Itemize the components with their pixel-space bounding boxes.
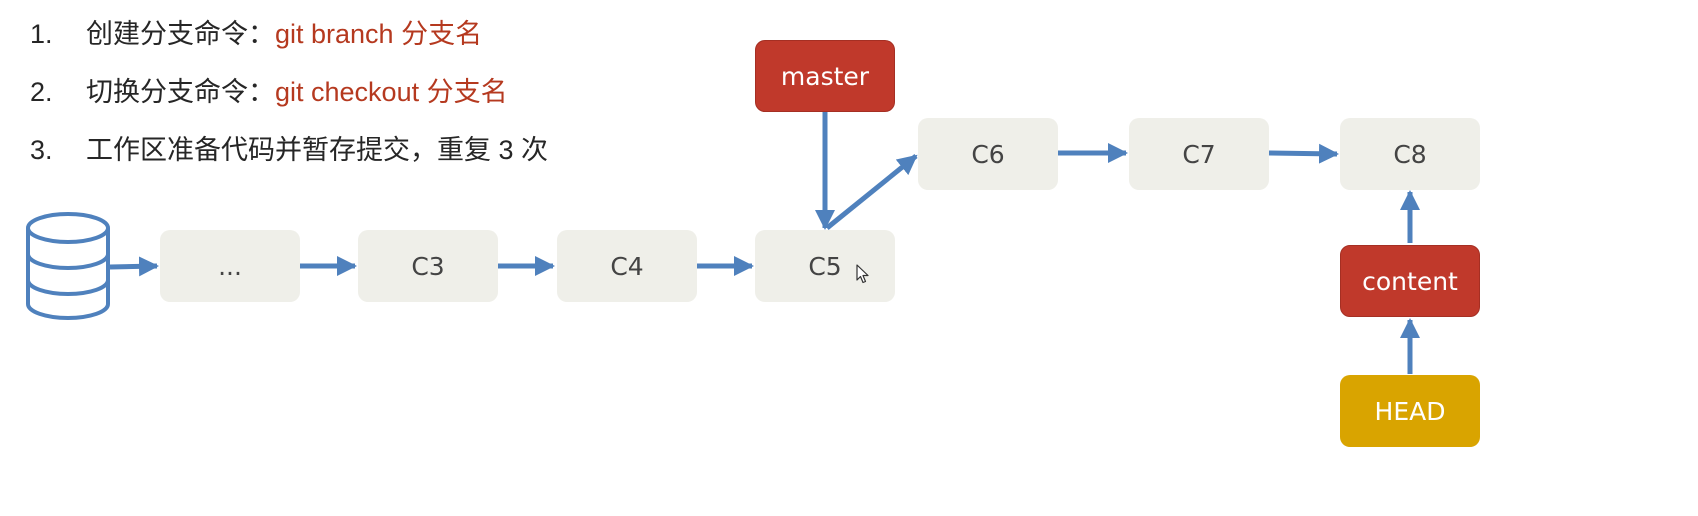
step-command: git branch 分支名: [275, 19, 483, 49]
database-icon: [26, 212, 110, 320]
branch-master: master: [755, 40, 895, 112]
head-pointer: HEAD: [1340, 375, 1480, 447]
commit-c5: C5: [755, 230, 895, 302]
step-3: 3. 工作区准备代码并暂存提交，重复 3 次: [30, 130, 548, 188]
step-text: 切换分支命令：: [86, 77, 275, 107]
step-text: 创建分支命令：: [86, 19, 275, 49]
step-number: 2.: [30, 77, 53, 107]
commit-c8: C8: [1340, 118, 1480, 190]
branch-content: content: [1340, 245, 1480, 317]
mouse-cursor-icon: [856, 264, 869, 284]
commit-c4: C4: [557, 230, 697, 302]
commit-c3: C3: [358, 230, 498, 302]
arrow-c7-to-c8: [1268, 143, 1339, 164]
commit-c6: C6: [918, 118, 1058, 190]
instruction-list: 1. 创建分支命令：git branch 分支名 2. 切换分支命令：git che…: [30, 14, 548, 188]
step-number: 1.: [30, 19, 53, 49]
step-1: 1. 创建分支命令：git branch 分支名: [30, 14, 548, 72]
step-command: git checkout 分支名: [275, 77, 508, 107]
arrow-repo-to-ellipsis: [109, 256, 159, 277]
step-2: 2. 切换分支命令：git checkout 分支名: [30, 72, 548, 130]
arrow-c5-to-c6: [825, 154, 918, 230]
commit-c7: C7: [1129, 118, 1269, 190]
commit-ellipsis: ...: [160, 230, 300, 302]
step-number: 3.: [30, 135, 53, 165]
step-text: 工作区准备代码并暂存提交，重复 3 次: [86, 135, 549, 165]
